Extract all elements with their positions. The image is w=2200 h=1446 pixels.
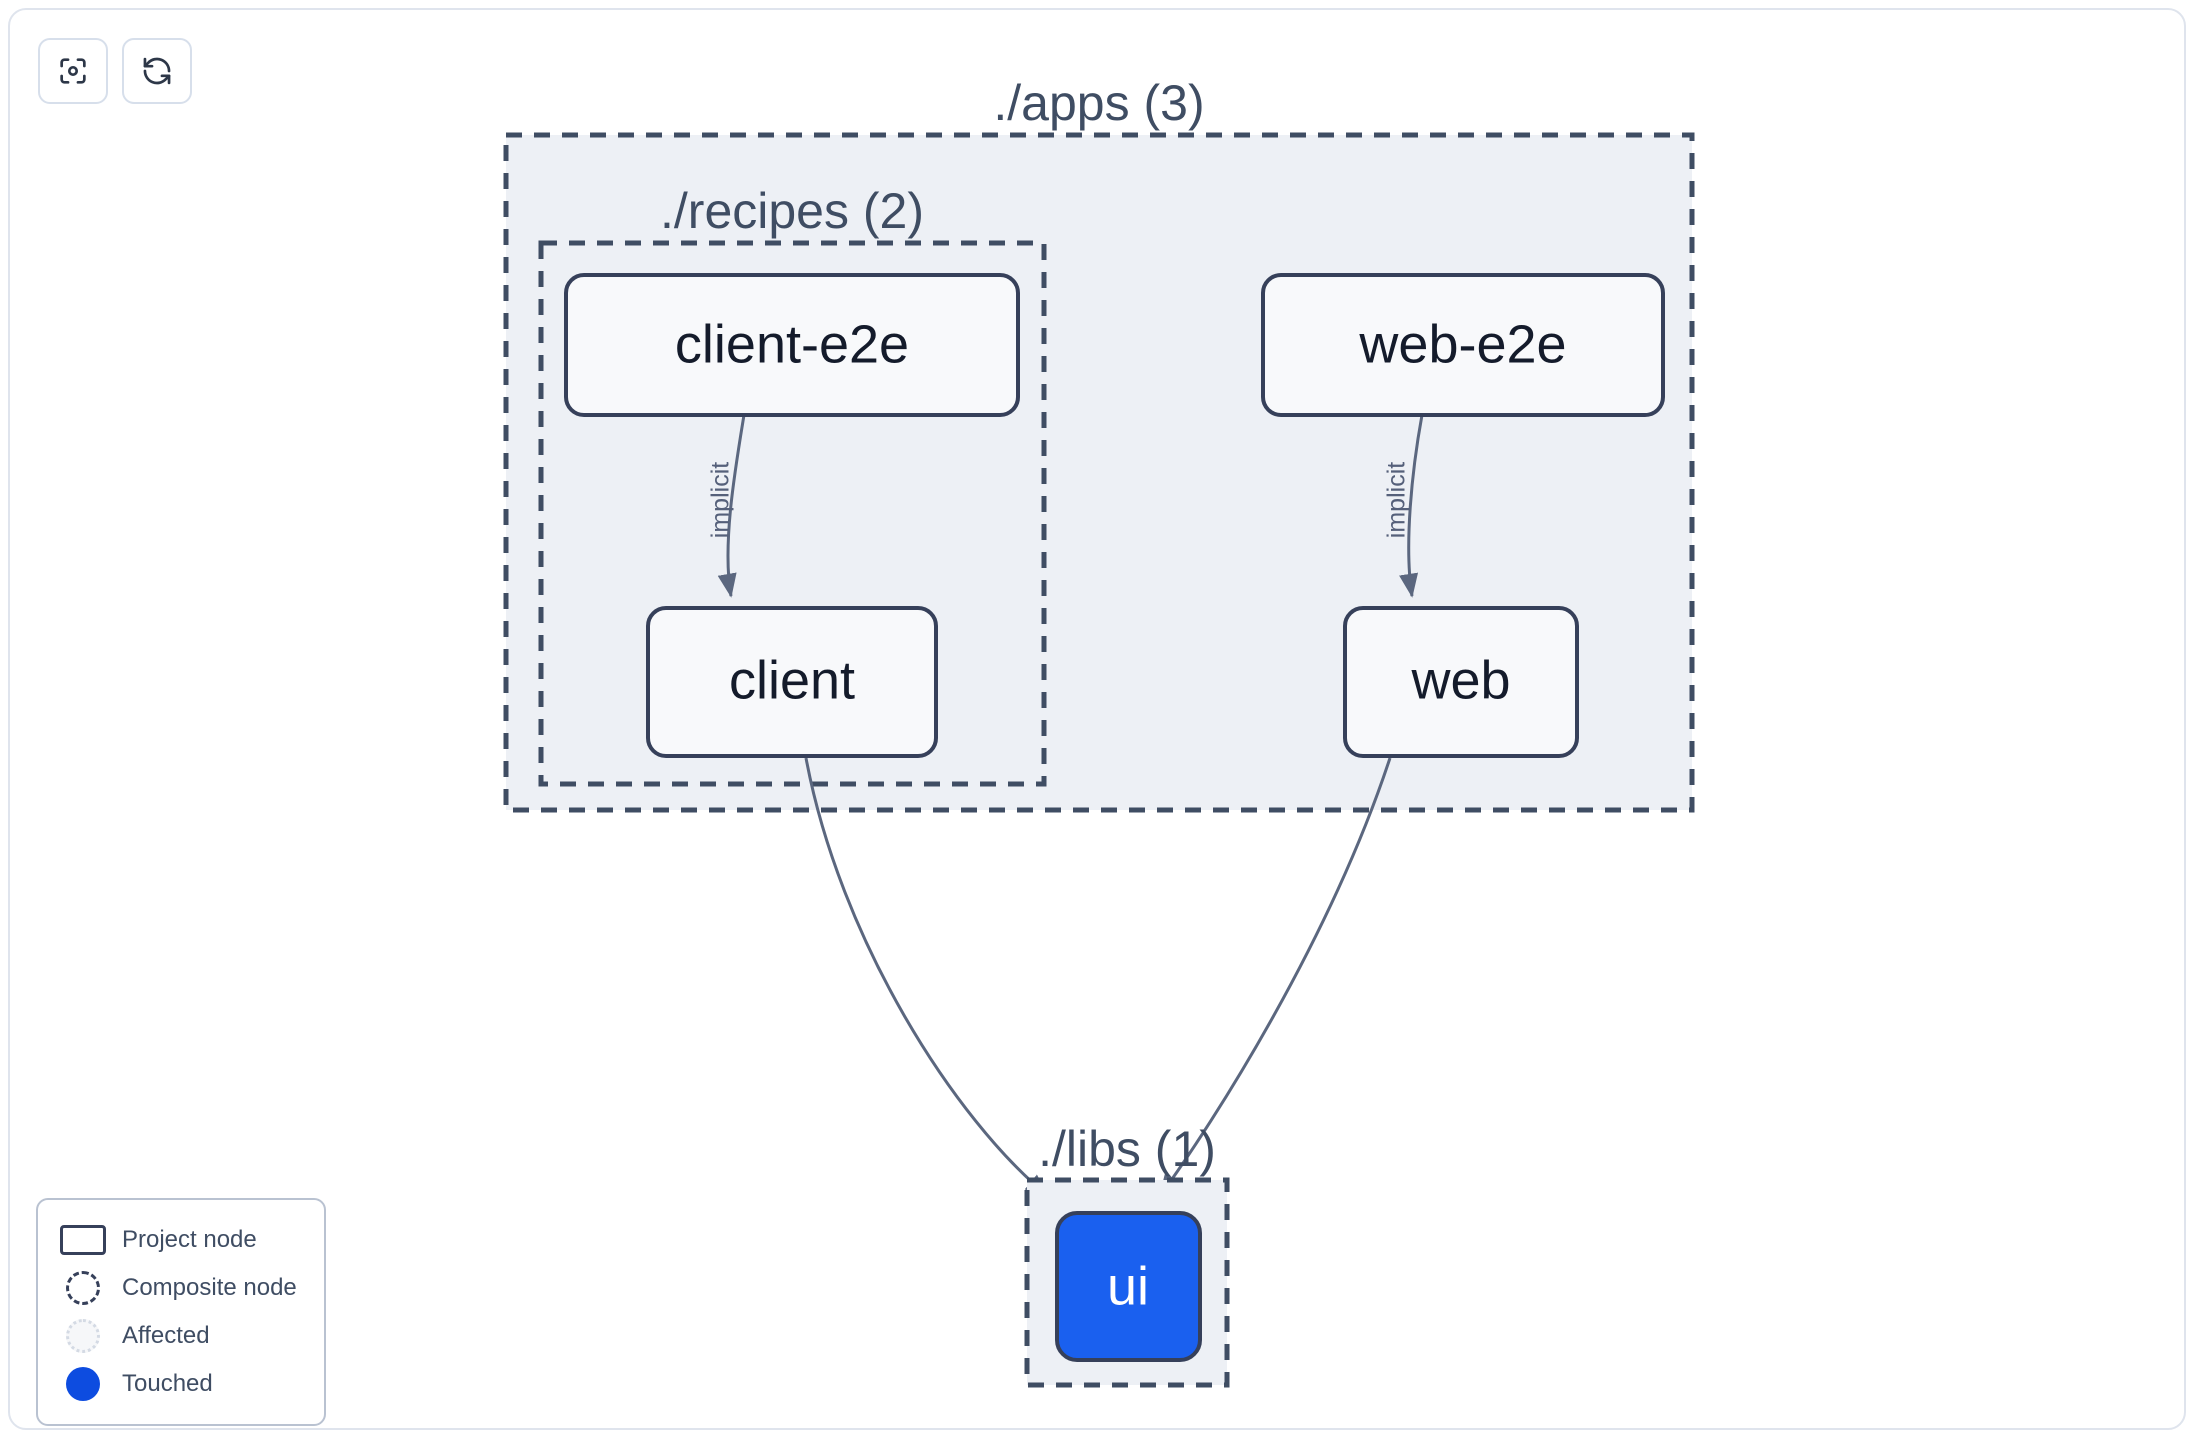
edge-client-to-ui[interactable] [804,757,1050,1198]
refresh-graph-button[interactable] [122,38,192,104]
node-label-ui: ui [1107,1256,1149,1316]
graph-edges [717,414,1424,1198]
edge-labels: implicit implicit [707,462,1411,538]
node-client[interactable]: client [646,606,938,758]
node-label-web: web [1410,650,1510,710]
group-label-libs: ./libs (1) [1038,1121,1216,1177]
focus-graph-button[interactable] [38,38,108,104]
legend-item-affected: Affected [54,1312,306,1360]
group-label-apps: ./apps (3) [993,75,1204,131]
edge-web-e2e-to-web[interactable] [1399,414,1424,598]
project-node-icon [54,1225,112,1255]
legend-label-touched: Touched [122,1370,213,1397]
refresh-icon [140,54,174,88]
edge-web-to-ui[interactable] [1158,757,1392,1198]
node-ui[interactable]: ui [1055,1211,1202,1362]
group-label-recipes: ./recipes (2) [660,183,924,239]
edge-label-implicit-web: implicit [1383,462,1411,538]
graph-toolbar [38,38,192,104]
node-rect-web[interactable] [1343,606,1579,758]
legend-item-project-node: Project node [54,1216,306,1264]
edge-label-implicit-client: implicit [707,462,735,538]
node-rect-ui[interactable] [1055,1211,1202,1362]
node-rect-client-e2e[interactable] [564,273,1020,417]
node-rect-client[interactable] [646,606,938,758]
touched-node-icon [54,1367,112,1401]
node-label-client: client [729,650,855,710]
composite-node-icon [54,1271,112,1305]
edge-client-e2e-to-client[interactable] [717,414,746,598]
node-web[interactable]: web [1343,606,1579,758]
legend-item-composite-node: Composite node [54,1264,306,1312]
graph-legend: Project node Composite node Affected Tou… [36,1198,326,1426]
legend-label-affected: Affected [122,1322,210,1349]
node-web-e2e[interactable]: web-e2e [1261,273,1665,417]
focus-target-icon [56,54,90,88]
legend-item-touched: Touched [54,1360,306,1408]
legend-label-project-node: Project node [122,1226,257,1253]
affected-node-icon [54,1319,112,1353]
node-rect-web-e2e[interactable] [1261,273,1665,417]
node-label-client-e2e: client-e2e [675,314,909,374]
node-client-e2e[interactable]: client-e2e [564,273,1020,417]
node-label-web-e2e: web-e2e [1358,314,1566,374]
legend-label-composite-node: Composite node [122,1274,297,1301]
